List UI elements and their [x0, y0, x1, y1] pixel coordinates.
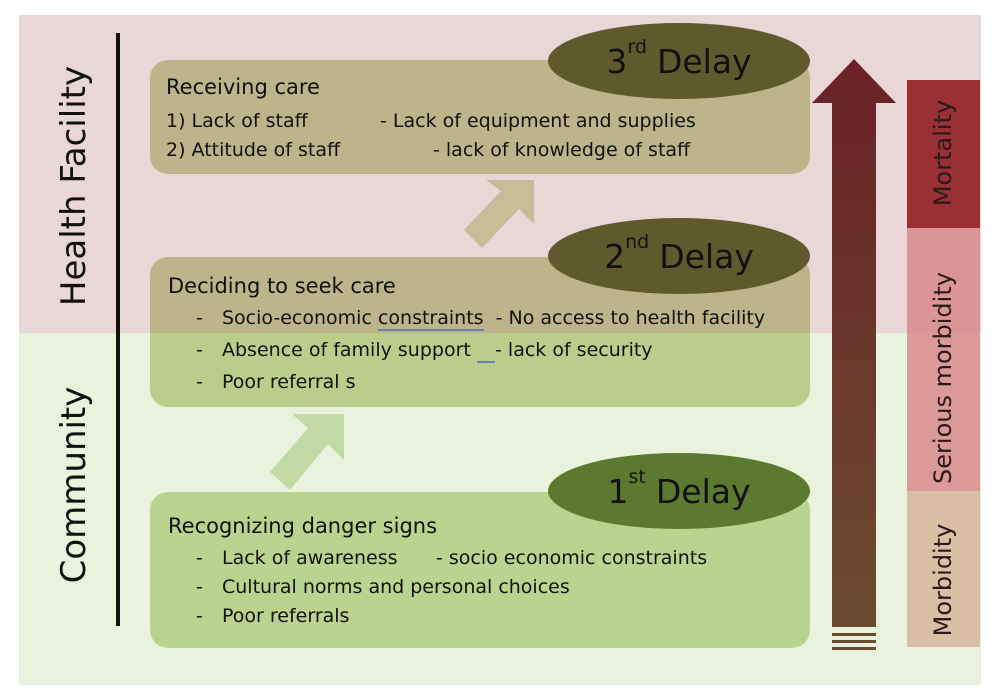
severity-label-mortality: Mortality — [929, 99, 957, 207]
deciding-line-1-c: - No access to health facility — [483, 307, 766, 329]
community-label: Community — [54, 386, 94, 584]
diagonal-arrow-lower-icon — [270, 414, 344, 490]
delay-3-word: Delay — [656, 41, 752, 81]
deciding-line-2: Absence of family support - lack of secu… — [222, 339, 653, 363]
diagonal-arrow-upper-icon — [464, 180, 534, 248]
recognizing-line-2: Cultural norms and personal choices — [222, 576, 570, 598]
deciding-care-title: Deciding to seek care — [168, 274, 396, 298]
deciding-bullet-1: - — [196, 307, 203, 329]
severity-label-serious: Serious morbidity — [929, 272, 957, 484]
delay-2-num: 2 — [604, 236, 626, 276]
health-facility-label: Health Facility — [54, 65, 94, 307]
recognizing-line-1-left: Lack of awareness — [222, 547, 398, 569]
severity-serious — [907, 228, 980, 491]
divider-line — [116, 33, 120, 626]
deciding-line-2-b — [476, 339, 496, 363]
delay-1-num: 1 — [607, 471, 629, 511]
delay-1-word: Delay — [655, 471, 751, 511]
receiving-care-title: Receiving care — [166, 75, 320, 99]
recognizing-line-3: Poor referrals — [222, 605, 350, 627]
recognizing-signs-title: Recognizing danger signs — [168, 514, 438, 538]
delay-2-suffix: nd — [625, 231, 650, 253]
receiving-line-2-left: 2) Attitude of staff — [166, 139, 341, 161]
recognizing-bullet-2: - — [196, 576, 203, 598]
severity-arrow-icon — [812, 59, 896, 650]
deciding-bullet-3: - — [196, 371, 203, 393]
receiving-line-1-left: 1) Lack of staff — [166, 110, 308, 132]
deciding-line-1-a: Socio-economic — [222, 307, 378, 329]
deciding-bullet-2: - — [196, 339, 203, 361]
deciding-line-1: Socio-economic constraints - No access t… — [222, 307, 766, 331]
severity-morbidity — [907, 491, 980, 647]
delay-3-num: 3 — [606, 41, 628, 81]
deciding-line-3: Poor referral s — [222, 371, 356, 393]
receiving-line-1-right: - Lack of equipment and supplies — [380, 110, 696, 132]
severity-label-morbidity: Morbidity — [929, 523, 957, 637]
recognizing-bullet-1: - — [196, 547, 203, 569]
delay-1-suffix: st — [628, 466, 646, 488]
deciding-line-2-c: - lack of security — [495, 339, 653, 361]
deciding-line-2-a: Absence of family support — [222, 339, 477, 361]
recognizing-line-1-right: - socio economic constraints — [436, 547, 708, 569]
severity-mortality — [907, 80, 980, 228]
delay-3-suffix: rd — [627, 36, 647, 58]
receiving-line-2-right: - lack of knowledge of staff — [433, 139, 691, 161]
delay-2-word: Delay — [659, 236, 754, 276]
deciding-line-1-b: constraints — [377, 307, 484, 331]
recognizing-bullet-3: - — [196, 605, 203, 627]
